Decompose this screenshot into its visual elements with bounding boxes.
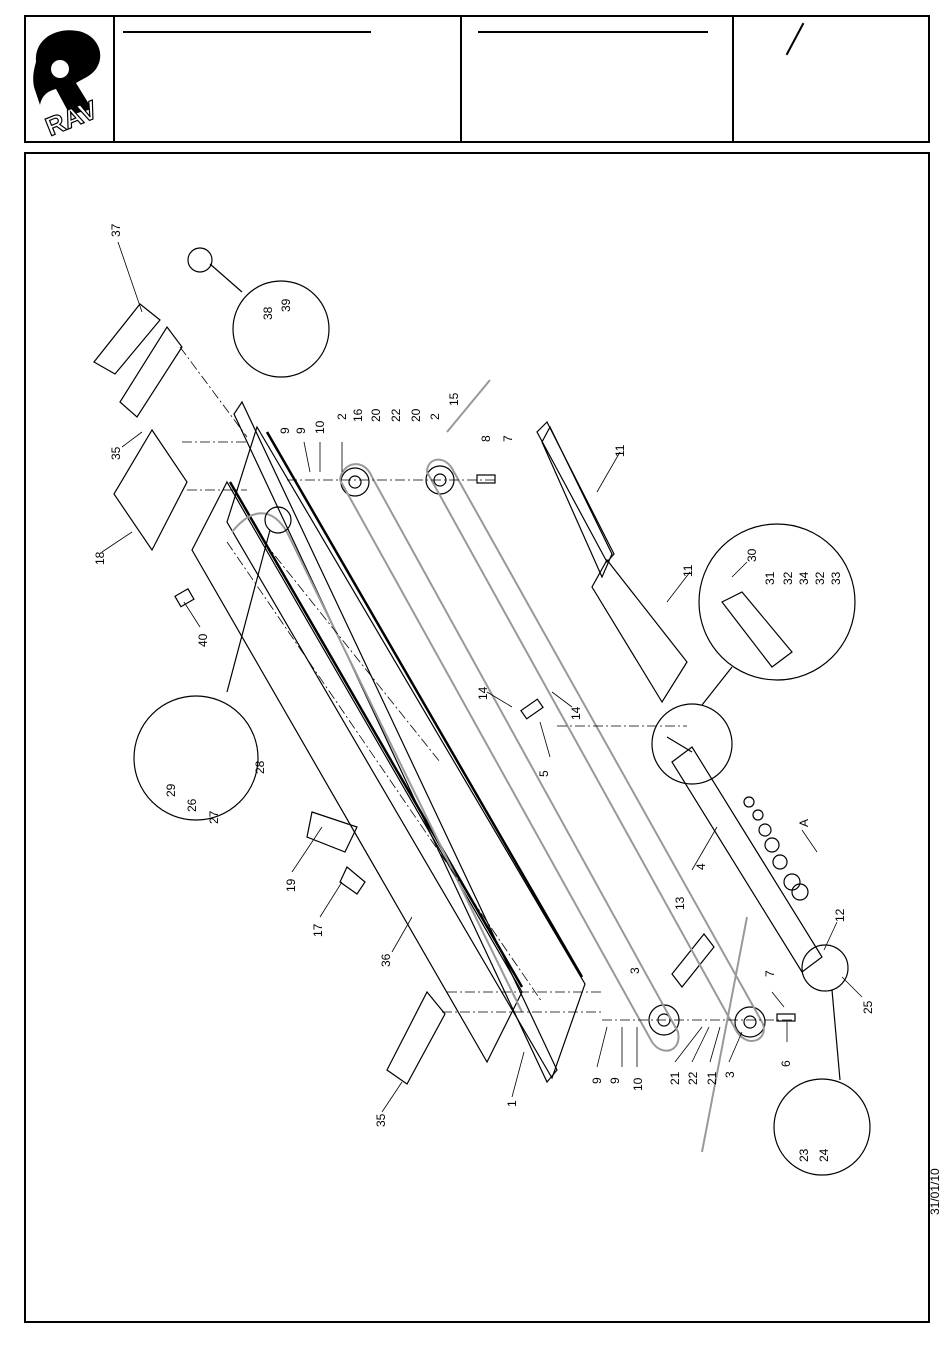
- callout-6: 6: [779, 1060, 793, 1067]
- shaft-8: [477, 475, 495, 483]
- callout-24: 24: [817, 1148, 831, 1162]
- end-cap-35-bottom: [387, 992, 445, 1084]
- callout-37: 37: [109, 223, 123, 237]
- cover-panel-11a: [537, 422, 614, 562]
- callout-4: 4: [694, 863, 708, 870]
- callout-3-b: 3: [723, 1071, 737, 1078]
- belt-15: [427, 460, 764, 1041]
- callout-11-b: 11: [681, 564, 695, 577]
- code-field: [462, 17, 734, 141]
- title-underline: [123, 31, 371, 33]
- callout-38: 38: [261, 306, 275, 320]
- detail-circle-38-39: [233, 281, 329, 377]
- title-field: [115, 17, 462, 141]
- callout-36: 36: [379, 953, 393, 967]
- bracket-40: [175, 589, 194, 607]
- callout-2-b: 2: [428, 413, 442, 420]
- callout-25: 25: [861, 1000, 875, 1014]
- drawing-date: 31/01/10: [923, 1142, 947, 1242]
- callout-35-top: 35: [109, 446, 123, 460]
- wheel-2a: [341, 468, 369, 496]
- callout-10-a: 10: [313, 420, 327, 434]
- label-17: [340, 867, 365, 894]
- exploded-view-svg: 37 38 39 35 9 9 10 2 16 20 22 20 2 15 8 …: [26, 154, 928, 1321]
- side-plate-1: [234, 402, 557, 1082]
- callout-19: 19: [284, 878, 298, 892]
- wheel-3b: [735, 1007, 765, 1037]
- callout-17: 17: [311, 923, 325, 937]
- callout-7-a: 7: [501, 435, 515, 442]
- label-19: [307, 812, 357, 852]
- callout-14-a: 14: [476, 686, 490, 700]
- callout-32-b: 32: [813, 571, 827, 585]
- exploded-drawing: 37 38 39 35 9 9 10 2 16 20 22 20 2 15 8 …: [24, 152, 930, 1323]
- callout-9-d: 9: [608, 1077, 622, 1084]
- callout-26: 26: [185, 798, 199, 812]
- callout-13: 13: [673, 896, 687, 910]
- detail-label-a: A: [797, 819, 811, 827]
- callout-16: 16: [351, 408, 365, 422]
- callout-28: 28: [253, 760, 267, 774]
- callout-32-a: 32: [781, 571, 795, 585]
- callout-21-a: 21: [668, 1071, 682, 1085]
- callout-27: 27: [207, 810, 221, 824]
- code-underline: [478, 31, 708, 33]
- callout-29: 29: [164, 783, 178, 797]
- callout-5: 5: [537, 770, 551, 777]
- callout-22-a: 22: [389, 408, 403, 422]
- revision-mark: [786, 23, 805, 56]
- callout-20-a: 20: [369, 408, 383, 422]
- motor-roller: [722, 592, 792, 667]
- callout-8: 8: [479, 435, 493, 442]
- callout-31: 31: [763, 571, 777, 585]
- callout-22-b: 22: [686, 1071, 700, 1085]
- roller-tube-4: [672, 747, 822, 972]
- washer-a1: [744, 797, 754, 807]
- callout-34: 34: [797, 571, 811, 585]
- callout-21-b: 21: [705, 1071, 719, 1085]
- callout-11-a: 11: [613, 444, 627, 457]
- end-plate-18: [114, 430, 187, 550]
- callout-33: 33: [829, 571, 843, 585]
- side-plate-36: [192, 482, 522, 1062]
- callout-7-b: 7: [763, 970, 777, 977]
- callout-3-a: 3: [628, 967, 642, 974]
- sheet-field: [734, 17, 928, 141]
- detail-circle-12-25: [802, 945, 848, 991]
- callout-9-a: 9: [278, 427, 292, 434]
- callout-20-b: 20: [409, 408, 423, 422]
- callout-40: 40: [196, 633, 210, 647]
- callout-23: 23: [797, 1148, 811, 1162]
- callout-35-bottom: 35: [374, 1113, 388, 1127]
- detail-circle-roller-end: [652, 704, 732, 784]
- rav-logo: RAV: [26, 17, 113, 141]
- logo-text: RAV: [41, 94, 102, 141]
- cover-panel-11b: [592, 560, 687, 702]
- callout-18: 18: [93, 551, 107, 565]
- callout-10-b: 10: [631, 1077, 645, 1091]
- callout-9-b: 9: [294, 427, 308, 434]
- callout-9-c: 9: [590, 1077, 604, 1084]
- logo-cell: RAV: [26, 17, 115, 141]
- callout-12: 12: [833, 908, 847, 922]
- tensioner-5: [521, 699, 543, 719]
- callout-30: 30: [745, 548, 759, 562]
- title-block: RAV: [24, 15, 930, 143]
- guard-37: [94, 304, 160, 374]
- end-cap-35-top: [120, 327, 182, 417]
- callout-39: 39: [279, 298, 293, 312]
- callout-1: 1: [505, 1100, 519, 1107]
- callout-14-b: 14: [569, 706, 583, 720]
- callout-15: 15: [447, 392, 461, 406]
- callout-2-a: 2: [335, 413, 349, 420]
